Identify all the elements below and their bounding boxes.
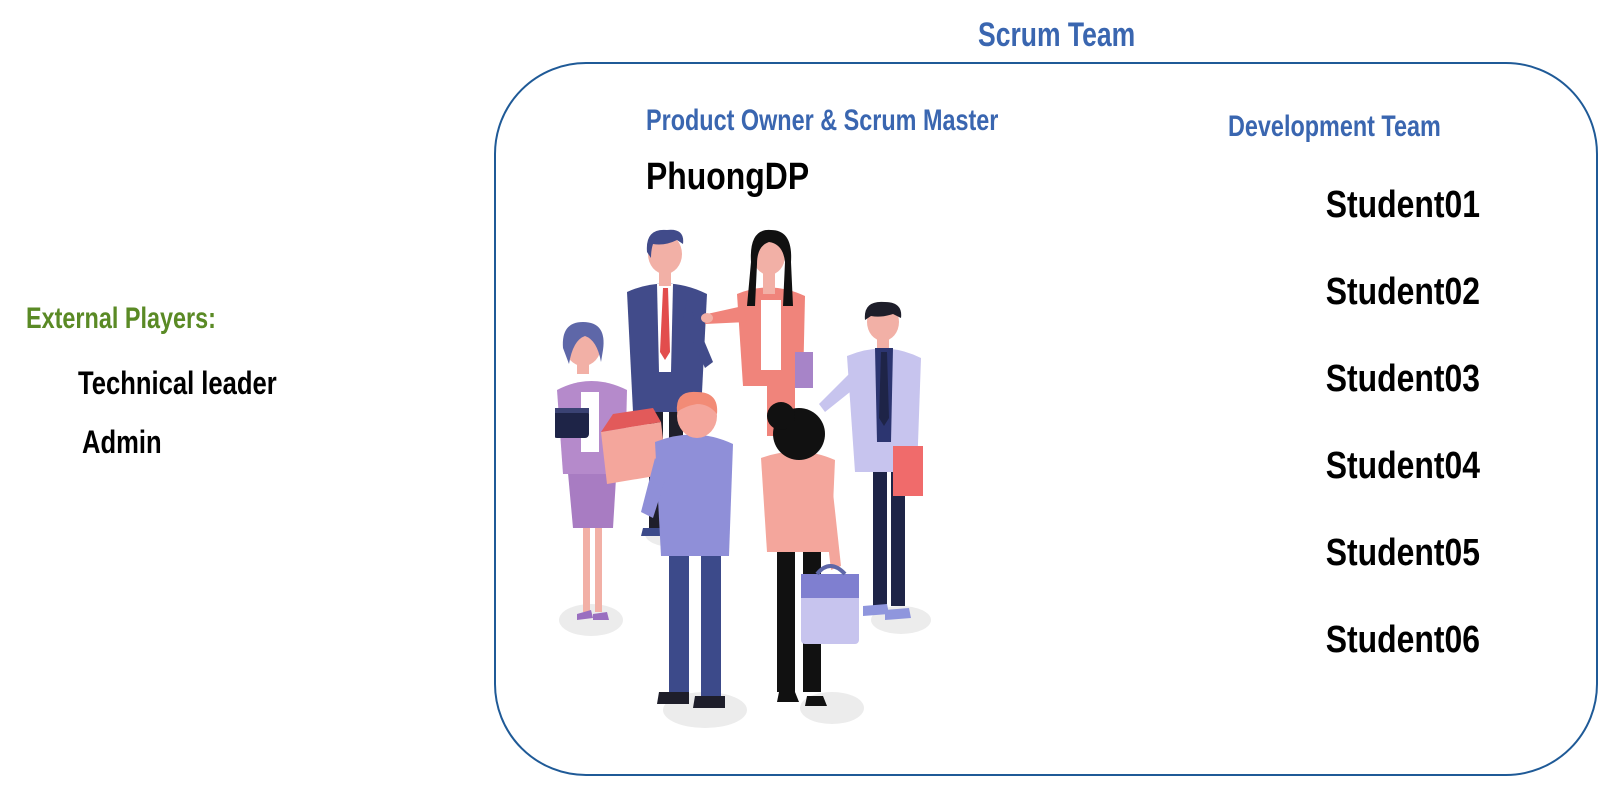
person-woman-coral	[701, 229, 813, 436]
external-players-title: External Players:	[26, 302, 216, 335]
student-item: Student06	[1325, 619, 1480, 661]
person-man-lavender-suit	[819, 301, 923, 620]
product-owner-name: PhuongDP	[646, 156, 810, 198]
person-woman-front	[761, 402, 859, 706]
scrum-team-title: Scrum Team	[978, 16, 1136, 54]
student-item: Student04	[1325, 445, 1480, 487]
student-item: Student02	[1325, 271, 1480, 313]
development-team-title: Development Team	[1228, 110, 1441, 143]
student-item: Student03	[1325, 358, 1480, 400]
scrum-team-box	[494, 62, 1598, 776]
product-owner-title: Product Owner & Scrum Master	[646, 104, 999, 137]
student-item: Student05	[1325, 532, 1480, 574]
box-prop	[601, 408, 667, 484]
external-item: Admin	[82, 424, 162, 460]
person-man-front	[641, 391, 733, 708]
business-team-people-icon	[555, 229, 931, 728]
student-item: Student01	[1325, 184, 1480, 226]
external-item: Technical leader	[78, 365, 277, 401]
